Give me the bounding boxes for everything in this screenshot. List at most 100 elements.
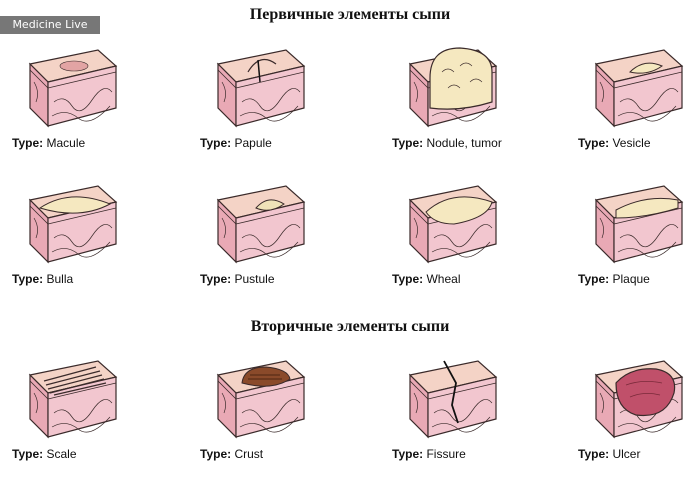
lesion-ulcer: Type: Ulcer bbox=[578, 353, 700, 483]
crust-texture bbox=[248, 374, 282, 380]
dermis-vessels bbox=[413, 217, 493, 258]
epidermis-line bbox=[29, 69, 117, 89]
caption: Type: Scale bbox=[12, 447, 77, 461]
lesion-crust: Type: Crust bbox=[200, 353, 340, 483]
type-name: Macule bbox=[46, 136, 86, 150]
dermis-vessels bbox=[221, 81, 301, 122]
type-name: Fissure bbox=[426, 447, 466, 461]
vesicle-illustration bbox=[594, 49, 684, 128]
nodule-texture bbox=[441, 62, 483, 89]
type-name: Pustule bbox=[234, 272, 275, 286]
dermis-vessels bbox=[599, 81, 679, 122]
type-name: Bulla bbox=[46, 272, 74, 286]
type-prefix: Type: bbox=[200, 447, 232, 461]
nodule-illustration bbox=[408, 47, 498, 128]
type-name: Nodule, tumor bbox=[426, 136, 502, 150]
dermis-vessels bbox=[599, 217, 679, 258]
type-prefix: Type: bbox=[392, 272, 424, 286]
epidermis-line bbox=[595, 69, 683, 89]
caption: Type: Vesicle bbox=[578, 136, 651, 150]
type-prefix: Type: bbox=[12, 136, 44, 150]
caption: Type: Nodule, tumor bbox=[392, 136, 502, 150]
caption: Type: Crust bbox=[200, 447, 263, 461]
skin-front-face bbox=[47, 65, 117, 127]
lesion-bulla: Type: Bulla bbox=[12, 178, 152, 308]
type-name: Papule bbox=[234, 136, 272, 150]
epidermis-line bbox=[217, 69, 305, 89]
epidermis-line bbox=[409, 380, 497, 400]
fissure-crack bbox=[443, 360, 459, 424]
type-name: Crust bbox=[234, 447, 264, 461]
type-prefix: Type: bbox=[12, 272, 44, 286]
caption: Type: Plaque bbox=[578, 272, 650, 286]
plaque-raised bbox=[615, 197, 679, 219]
crust-illustration bbox=[216, 360, 306, 439]
plaque-illustration bbox=[594, 185, 684, 264]
wheal-swelling bbox=[425, 196, 493, 225]
papule-hair bbox=[257, 59, 261, 83]
type-prefix: Type: bbox=[200, 272, 232, 286]
caption: Type: Wheal bbox=[392, 272, 460, 286]
dermis-vessels bbox=[413, 392, 493, 433]
fissure-illustration bbox=[408, 360, 498, 439]
nodule-mass bbox=[429, 47, 493, 110]
dermis-vessels bbox=[221, 392, 301, 433]
dermis-vessels bbox=[33, 217, 113, 258]
type-prefix: Type: bbox=[200, 136, 232, 150]
watermark-logo: Medicine Live bbox=[0, 16, 100, 34]
lesion-plaque: Type: Plaque bbox=[578, 178, 700, 308]
lesion-pustule: Type: Pustule bbox=[200, 178, 340, 308]
type-prefix: Type: bbox=[578, 272, 610, 286]
dermis-vessels bbox=[221, 217, 301, 258]
papule-illustration bbox=[216, 49, 306, 128]
macule-illustration bbox=[28, 49, 118, 128]
dermis-vessels bbox=[33, 81, 113, 122]
crust-scab bbox=[241, 366, 291, 387]
skin-front-face bbox=[235, 65, 305, 127]
section-title-secondary: Вторичные элементы сыпи bbox=[250, 318, 450, 335]
ulcer-texture bbox=[625, 381, 663, 398]
type-name: Plaque bbox=[612, 272, 650, 286]
epidermis-line bbox=[217, 205, 305, 225]
caption: Type: Macule bbox=[12, 136, 85, 150]
wheal-illustration bbox=[408, 185, 498, 264]
ulcer-illustration bbox=[594, 360, 684, 439]
skin-front-face bbox=[427, 376, 497, 438]
caption: Type: Papule bbox=[200, 136, 272, 150]
ulcer-crater bbox=[615, 368, 676, 417]
scale-flakes bbox=[43, 366, 107, 396]
lesion-papule: Type: Papule bbox=[200, 42, 340, 172]
vesicle-blister bbox=[629, 62, 664, 74]
epidermis-line bbox=[217, 380, 305, 400]
lesion-nodule-tumor: Type: Nodule, tumor bbox=[392, 42, 532, 172]
type-name: Scale bbox=[46, 447, 77, 461]
lesion-wheal: Type: Wheal bbox=[392, 178, 532, 308]
type-prefix: Type: bbox=[578, 136, 610, 150]
type-prefix: Type: bbox=[578, 447, 610, 461]
lesion-scale: Type: Scale bbox=[12, 353, 152, 483]
epidermis-line bbox=[29, 205, 117, 225]
type-name: Vesicle bbox=[612, 136, 651, 150]
skin-front-face bbox=[235, 201, 305, 263]
epidermis-line bbox=[29, 380, 117, 400]
caption: Type: Bulla bbox=[12, 272, 73, 286]
bulla-illustration bbox=[28, 185, 118, 264]
bulla-blister bbox=[38, 196, 112, 214]
lesion-macule: Type: Macule bbox=[12, 42, 152, 172]
pustule-illustration bbox=[216, 185, 306, 264]
pustule-blister bbox=[255, 199, 285, 211]
type-name: Wheal bbox=[426, 272, 461, 286]
lesion-vesicle: Type: Vesicle bbox=[578, 42, 700, 172]
caption: Type: Fissure bbox=[392, 447, 466, 461]
caption: Type: Ulcer bbox=[578, 447, 640, 461]
skin-front-face bbox=[613, 65, 683, 127]
type-prefix: Type: bbox=[12, 447, 44, 461]
papule-bump bbox=[247, 58, 277, 73]
type-prefix: Type: bbox=[392, 136, 424, 150]
caption: Type: Pustule bbox=[200, 272, 275, 286]
type-name: Ulcer bbox=[612, 447, 641, 461]
macule-spot bbox=[59, 60, 89, 72]
type-prefix: Type: bbox=[392, 447, 424, 461]
lesion-fissure: Type: Fissure bbox=[392, 353, 532, 483]
scale-illustration bbox=[28, 360, 118, 439]
